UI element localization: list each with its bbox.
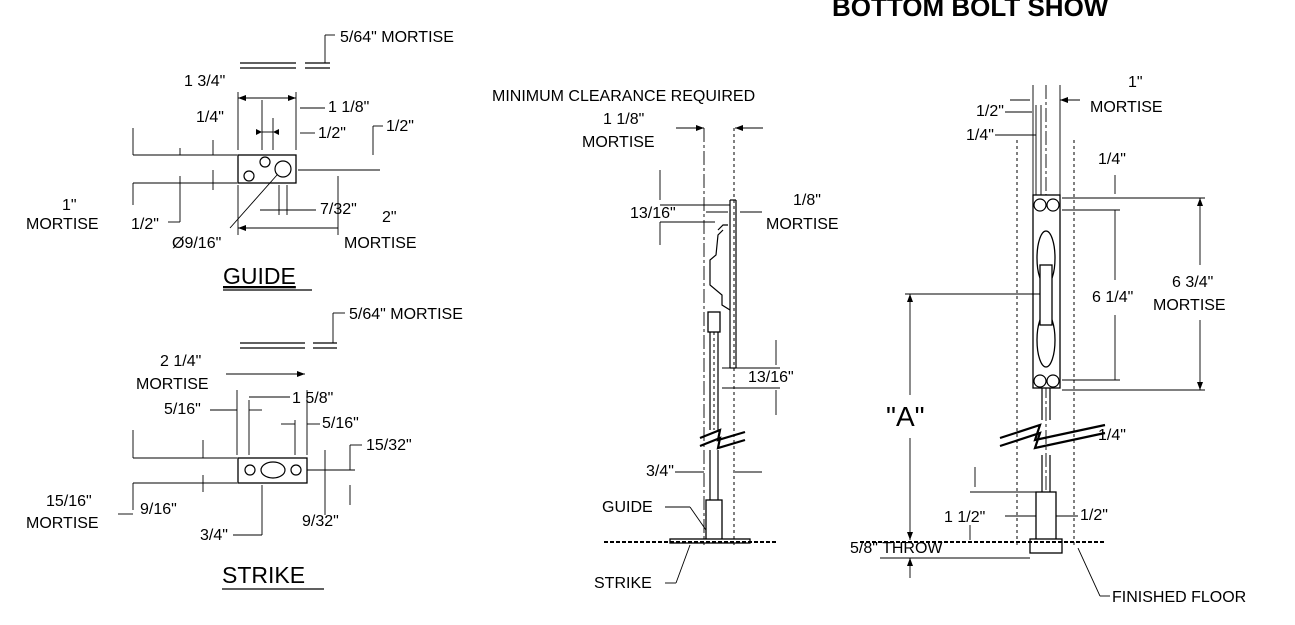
front-dim-1-4-bottom: 1/4" bbox=[1098, 427, 1126, 444]
side-dim-1-8-word: MORTISE bbox=[766, 216, 839, 233]
guide-dim-length-word: MORTISE bbox=[344, 235, 417, 252]
strike-bolt-hole bbox=[260, 461, 286, 479]
front-screw-hole bbox=[1046, 198, 1060, 212]
front-dim-a: "A" bbox=[886, 401, 925, 432]
strike-dim-overall-word: MORTISE bbox=[136, 376, 209, 393]
guide-dim-hole: Ø9/16" bbox=[172, 235, 221, 252]
guide-dim-half-outer: 1/2" bbox=[386, 118, 414, 135]
strike-plan-view: 5/64" MORTISE 2 1/4" MORTISE 1 5/8" 5/16… bbox=[26, 306, 463, 590]
side-dim-3-4: 3/4" bbox=[646, 463, 674, 480]
strike-dim-overall-value: 2 1/4" bbox=[160, 353, 201, 370]
strike-label: STRIKE bbox=[222, 562, 305, 588]
front-dim-1-4-right: 1/4" bbox=[1098, 151, 1126, 168]
side-dim-1-8-value: 1/8" bbox=[793, 192, 821, 209]
guide-dim-half-bottom: 1/2" bbox=[131, 216, 159, 233]
guide-dim-height-word: MORTISE bbox=[26, 216, 99, 233]
front-dim-throw: 5/8" THROW bbox=[850, 540, 943, 557]
front-dim-1-4-top: 1/4" bbox=[966, 127, 994, 144]
strike-dim-height-word: MORTISE bbox=[26, 515, 99, 532]
guide-dim-height-value: 1" bbox=[62, 197, 77, 214]
front-dim-6-3-4-value: 6 3/4" bbox=[1172, 274, 1213, 291]
front-dim-6-1-4: 6 1/4" bbox=[1092, 289, 1133, 306]
front-guide bbox=[1035, 491, 1057, 541]
strike-screw-hole bbox=[244, 464, 256, 476]
front-bolt-lever bbox=[1039, 264, 1053, 326]
front-dim-1-2-bottom: 1/2" bbox=[1080, 507, 1108, 524]
strike-dim-9-16: 9/16" bbox=[140, 501, 177, 518]
strike-dim-9-32: 9/32" bbox=[302, 513, 339, 530]
front-dim-1-1-2: 1 1/2" bbox=[944, 509, 985, 526]
side-dim-13-16-mid: 13/16" bbox=[748, 369, 794, 386]
front-dim-6-3-4-word: MORTISE bbox=[1153, 297, 1226, 314]
side-dim-13-16-top: 13/16" bbox=[630, 205, 676, 222]
guide-dim-right: 1 1/8" bbox=[328, 99, 369, 116]
strike-dim-15-32: 15/32" bbox=[366, 437, 412, 454]
drawing-title: BOTTOM BOLT SHOW bbox=[832, 0, 1109, 22]
guide-dim-overall: 1 3/4" bbox=[184, 73, 225, 90]
front-elevation-view: 1" MORTISE 1/2" 1/4" 1/4" bbox=[850, 74, 1246, 606]
guide-label: GUIDE bbox=[223, 263, 296, 289]
strike-dim-5-16-right: 5/16" bbox=[322, 415, 359, 432]
strike-dim-1-5-8: 1 5/8" bbox=[292, 390, 333, 407]
strike-dim-mortise-top: 5/64" MORTISE bbox=[349, 306, 463, 323]
front-dim-1-2: 1/2" bbox=[976, 103, 1004, 120]
side-section-view: MINIMUM CLEARANCE REQUIRED 1 1/8" MORTIS… bbox=[492, 88, 839, 592]
guide-dim-left: 1/4" bbox=[196, 109, 224, 126]
guide-dim-mortise-top: 5/64" MORTISE bbox=[340, 29, 454, 46]
guide-bolt-hole bbox=[274, 160, 292, 178]
side-strike-label: STRIKE bbox=[594, 575, 652, 592]
front-screw-hole bbox=[1046, 374, 1060, 388]
front-screw-hole bbox=[1033, 198, 1047, 212]
guide-plan-view: 5/64" MORTISE 1 3/4" 1 1/8" 1/4" 1/2" 1/… bbox=[26, 29, 454, 291]
side-bolt-head bbox=[707, 311, 721, 333]
guide-screw-hole bbox=[243, 170, 255, 182]
front-screw-hole bbox=[1033, 374, 1047, 388]
side-guide-label: GUIDE bbox=[602, 499, 653, 516]
strike-screw-hole bbox=[290, 464, 302, 476]
guide-dim-length-value: 2" bbox=[382, 209, 397, 226]
front-dim-1-word: MORTISE bbox=[1090, 99, 1163, 116]
side-heading: MINIMUM CLEARANCE REQUIRED bbox=[492, 88, 755, 105]
strike-dim-5-16-left: 5/16" bbox=[164, 401, 201, 418]
side-dim-1-1-8-word: MORTISE bbox=[582, 134, 655, 151]
strike-dim-height-value: 15/16" bbox=[46, 493, 92, 510]
front-dim-1-value: 1" bbox=[1128, 74, 1143, 91]
guide-screw-hole bbox=[259, 156, 271, 168]
side-guide bbox=[705, 499, 723, 541]
strike-dim-3-4: 3/4" bbox=[200, 527, 228, 544]
front-floor-label: FINISHED FLOOR bbox=[1112, 589, 1246, 606]
guide-dim-half-inner: 1/2" bbox=[318, 125, 346, 142]
side-dim-1-1-8-value: 1 1/8" bbox=[603, 111, 644, 128]
